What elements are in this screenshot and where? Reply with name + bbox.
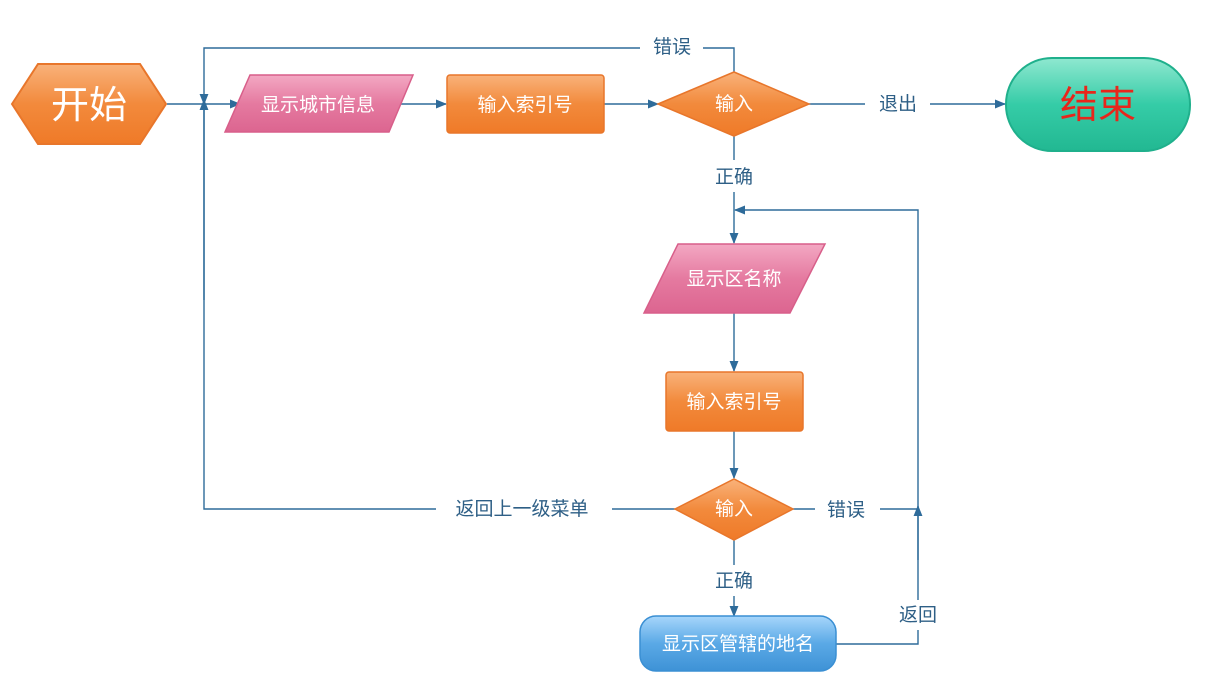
- edge-return-loop: [733, 205, 919, 600]
- input-index-label-2: 输入索引号: [686, 391, 781, 413]
- input-decision-node-2: 输入: [673, 478, 795, 541]
- label-correct-2: 正确: [715, 570, 753, 592]
- edge-places-return: [836, 630, 919, 645]
- input-index-node-1: 输入索引号: [446, 74, 605, 134]
- edge-back-part2: [203, 104, 436, 510]
- input-decision-label-1: 输入: [715, 93, 753, 115]
- show-places-node: 显示区管辖的地名: [639, 615, 837, 672]
- show-places-label: 显示区管辖的地名: [662, 633, 814, 655]
- start-node-label: 开始: [51, 83, 127, 127]
- input-index-node-2: 输入索引号: [665, 371, 804, 432]
- end-node: 结束: [1005, 57, 1191, 152]
- end-node-label: 结束: [1060, 83, 1136, 127]
- show-city-label: 显示城市信息: [261, 94, 375, 116]
- show-district-node: 显示区名称: [642, 243, 827, 314]
- show-city-node: 显示城市信息: [223, 74, 415, 133]
- edge-error1-part1: [703, 47, 735, 72]
- edge-labels: 错误 退出 正确 返回上一级菜单 错误 正确 返回: [455, 36, 937, 626]
- start-node: 开始: [10, 63, 168, 145]
- label-exit: 退出: [879, 93, 917, 115]
- label-return: 返回: [899, 604, 937, 626]
- input-decision-node-1: 输入: [656, 71, 811, 137]
- input-index-label-1: 输入索引号: [477, 94, 572, 116]
- label-error-2: 错误: [827, 499, 865, 521]
- show-district-label: 显示区名称: [686, 268, 781, 290]
- label-correct-1: 正确: [715, 166, 753, 188]
- edge-error1-part2: [199, 47, 640, 106]
- label-error-1: 错误: [653, 36, 691, 58]
- input-decision-label-2: 输入: [715, 498, 753, 520]
- edges: [167, 47, 1007, 645]
- label-back-to-menu: 返回上一级菜单: [455, 498, 588, 520]
